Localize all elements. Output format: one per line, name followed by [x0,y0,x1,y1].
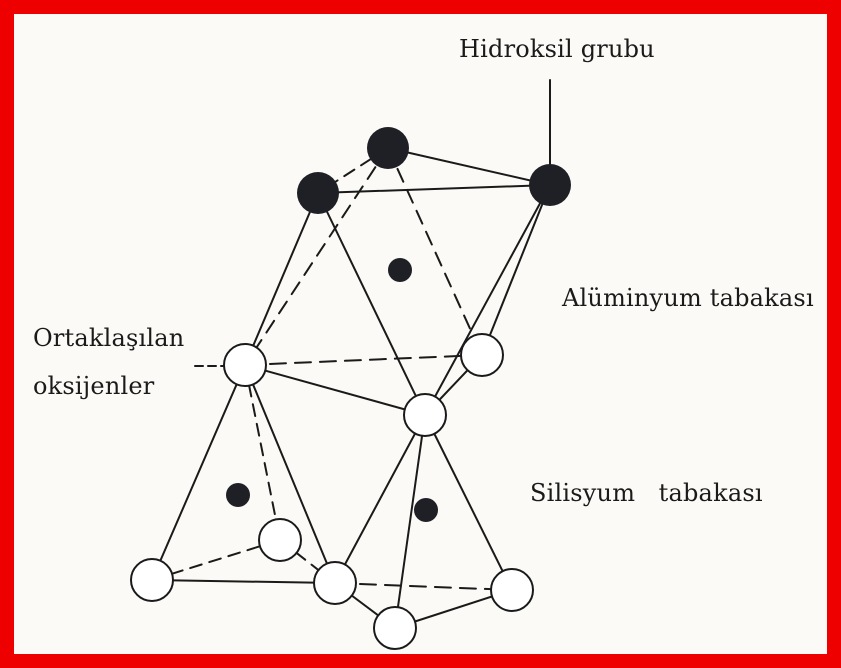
bond-line [424,414,513,591]
hydroxyl-group-label: Hidroksil grubu [459,35,655,63]
shared-oxygen-label-line1: Ortaklaşılan [33,324,185,352]
oxygen-atom [490,568,534,612]
silicon-layer-label: Silisyum tabakası [530,479,763,507]
oxygen-atom [403,393,447,437]
bond-line [317,184,551,194]
aluminum-layer-label: Alüminyum tabakası [562,284,814,312]
bond-line [334,414,426,584]
hydroxyl-atom [297,172,339,214]
silicon-atom [414,498,438,522]
oxygen-atom [373,606,417,650]
bond-line [244,192,319,366]
bond-line [244,147,389,366]
bond-line [244,364,336,584]
bond-line [317,192,426,416]
bond-line [244,364,426,416]
bond-line [244,354,483,366]
bond-line [387,147,551,186]
bond-line [151,364,246,581]
oxygen-atom [460,333,504,377]
silicon-atom [226,483,250,507]
oxygen-atom [223,343,267,387]
bond-line [424,184,551,416]
bond-line [334,582,513,591]
bond-line [244,364,281,541]
oxygen-atom [313,561,357,605]
bond-line [481,184,551,356]
hydroxyl-atom [367,127,409,169]
shared-oxygen-label-line2: oksijenler [33,372,155,400]
bond-line [387,147,483,356]
hydroxyl-atom [529,164,571,206]
bond-line [151,539,281,581]
oxygen-atom [258,518,302,562]
aluminum-atom [388,258,412,282]
bond-line [151,579,336,584]
oxygen-atom [130,558,174,602]
bond-line [394,414,426,629]
